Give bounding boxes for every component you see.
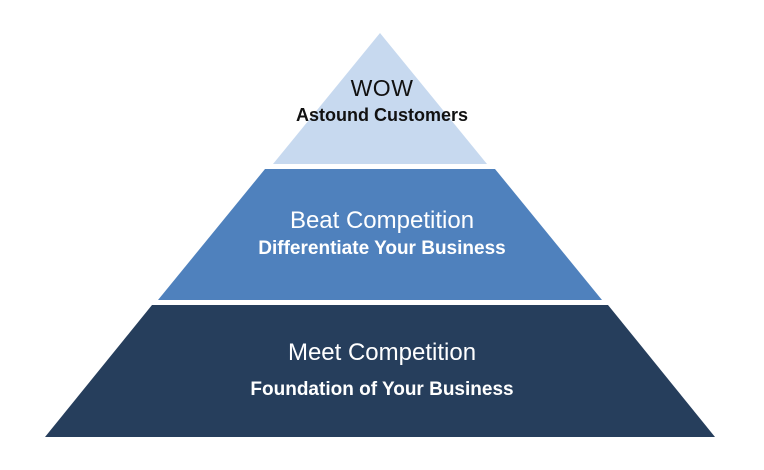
pyramid-tier-middle-shape [158,169,602,300]
pyramid-tier-bottom-shape [45,305,715,437]
pyramid-tier-top-shape [273,33,487,164]
